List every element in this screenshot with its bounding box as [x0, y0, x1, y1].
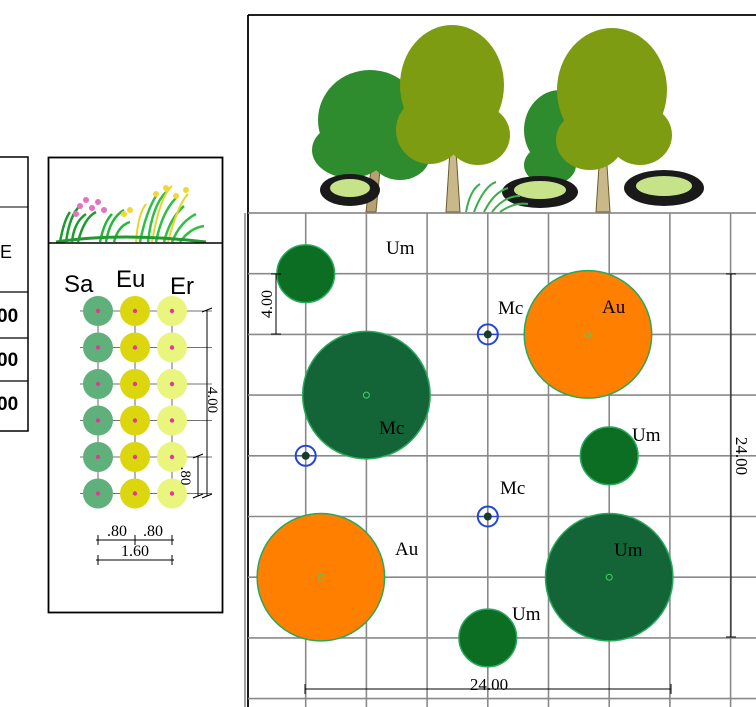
plan-plant-mc-large [301, 330, 431, 460]
plan-plant-center [362, 391, 370, 399]
strip-plant-center [132, 454, 138, 460]
plan-plant-label: Au [395, 539, 419, 560]
strip-height-label: 4.00 [204, 387, 220, 413]
left-table-cell: 00 [0, 350, 18, 371]
plan-plant-au [523, 269, 653, 399]
plan-plant-label: Um [512, 604, 541, 625]
plan-plant-um [458, 608, 518, 668]
strip-plant-center [132, 345, 138, 350]
plan-plant-label: Au [602, 297, 626, 318]
strip-plant-center [95, 491, 101, 496]
plan-plant-label: Mc [379, 418, 404, 439]
strip-plant-center [95, 381, 101, 387]
flower-bed-illustration [55, 185, 207, 244]
strip-plant-center [169, 381, 175, 387]
left-table-partial-header: E [0, 242, 12, 262]
strip-plant-center [169, 418, 175, 423]
strip-plant-center [95, 308, 101, 314]
plan-plant-label: Mc [498, 298, 523, 319]
strip-panel-frame [47, 156, 224, 614]
strip-plant-center [132, 491, 138, 496]
strip-col-spacing-label: .80 [143, 523, 163, 540]
column-label-er: Er [170, 273, 194, 300]
plan-plant-mc-marker-dot [483, 330, 492, 339]
plan-plant-um [579, 426, 639, 486]
strip-plant-center [132, 418, 138, 423]
strip-plant-center [95, 454, 101, 460]
left-table-cell: 00 [0, 306, 18, 327]
strip-row-spacing-label: .80 [177, 467, 193, 486]
strip-plant-grid [83, 296, 187, 509]
strip-total-width-label: 1.60 [121, 543, 149, 560]
column-label-eu: Eu [116, 266, 145, 293]
plan-height-dimension: 24.00 [726, 273, 751, 638]
strip-panel: Sa Eu Er 4.00 .80 .80 .80 1.60 [47, 156, 224, 614]
strip-plant-center [169, 491, 175, 496]
left-table-frame [0, 156, 29, 432]
tree-elevation-illustration [312, 25, 704, 213]
plan-plant-mc-marker-dot [483, 512, 492, 521]
plan-plant-label: Um [614, 540, 643, 561]
strip-plant-center [95, 418, 101, 423]
plan-width-dimension: 24.00 [304, 675, 672, 694]
plan-plant-au [256, 512, 386, 642]
strip-plant-center [169, 308, 175, 314]
strip-col-spacing-label: .80 [107, 523, 127, 540]
plan-plant-mc-large [544, 512, 674, 642]
cell-dimension: 4.00 [259, 273, 281, 335]
strip-plant-center [169, 345, 175, 350]
plan-plant-center [317, 573, 325, 581]
plan-height-label: 24.00 [732, 437, 751, 475]
plan-plant-center [605, 573, 613, 581]
plan-plant-label: Um [386, 238, 415, 259]
left-table-cell: 00 [0, 394, 18, 415]
strip-plant-center [95, 345, 101, 350]
plan-plant-center [584, 330, 592, 338]
strip-plant-center [132, 308, 138, 314]
plan-plant-label: Mc [500, 478, 525, 499]
plan-width-label: 24.00 [470, 675, 508, 694]
plan-plant-mc-marker-dot [301, 451, 310, 460]
left-table: E 00 00 00 [0, 156, 29, 432]
plan-plant-um [276, 244, 336, 304]
strip-height-dimension: 4.00 .80 [177, 307, 220, 499]
column-label-sa: Sa [64, 271, 94, 298]
strip-plant-center [132, 381, 138, 387]
strip-plant-center [169, 454, 175, 460]
cell-size-label: 4.00 [259, 290, 276, 318]
strip-width-dimension: .80 .80 1.60 [96, 523, 174, 565]
plan-plant-label: Um [632, 425, 661, 446]
